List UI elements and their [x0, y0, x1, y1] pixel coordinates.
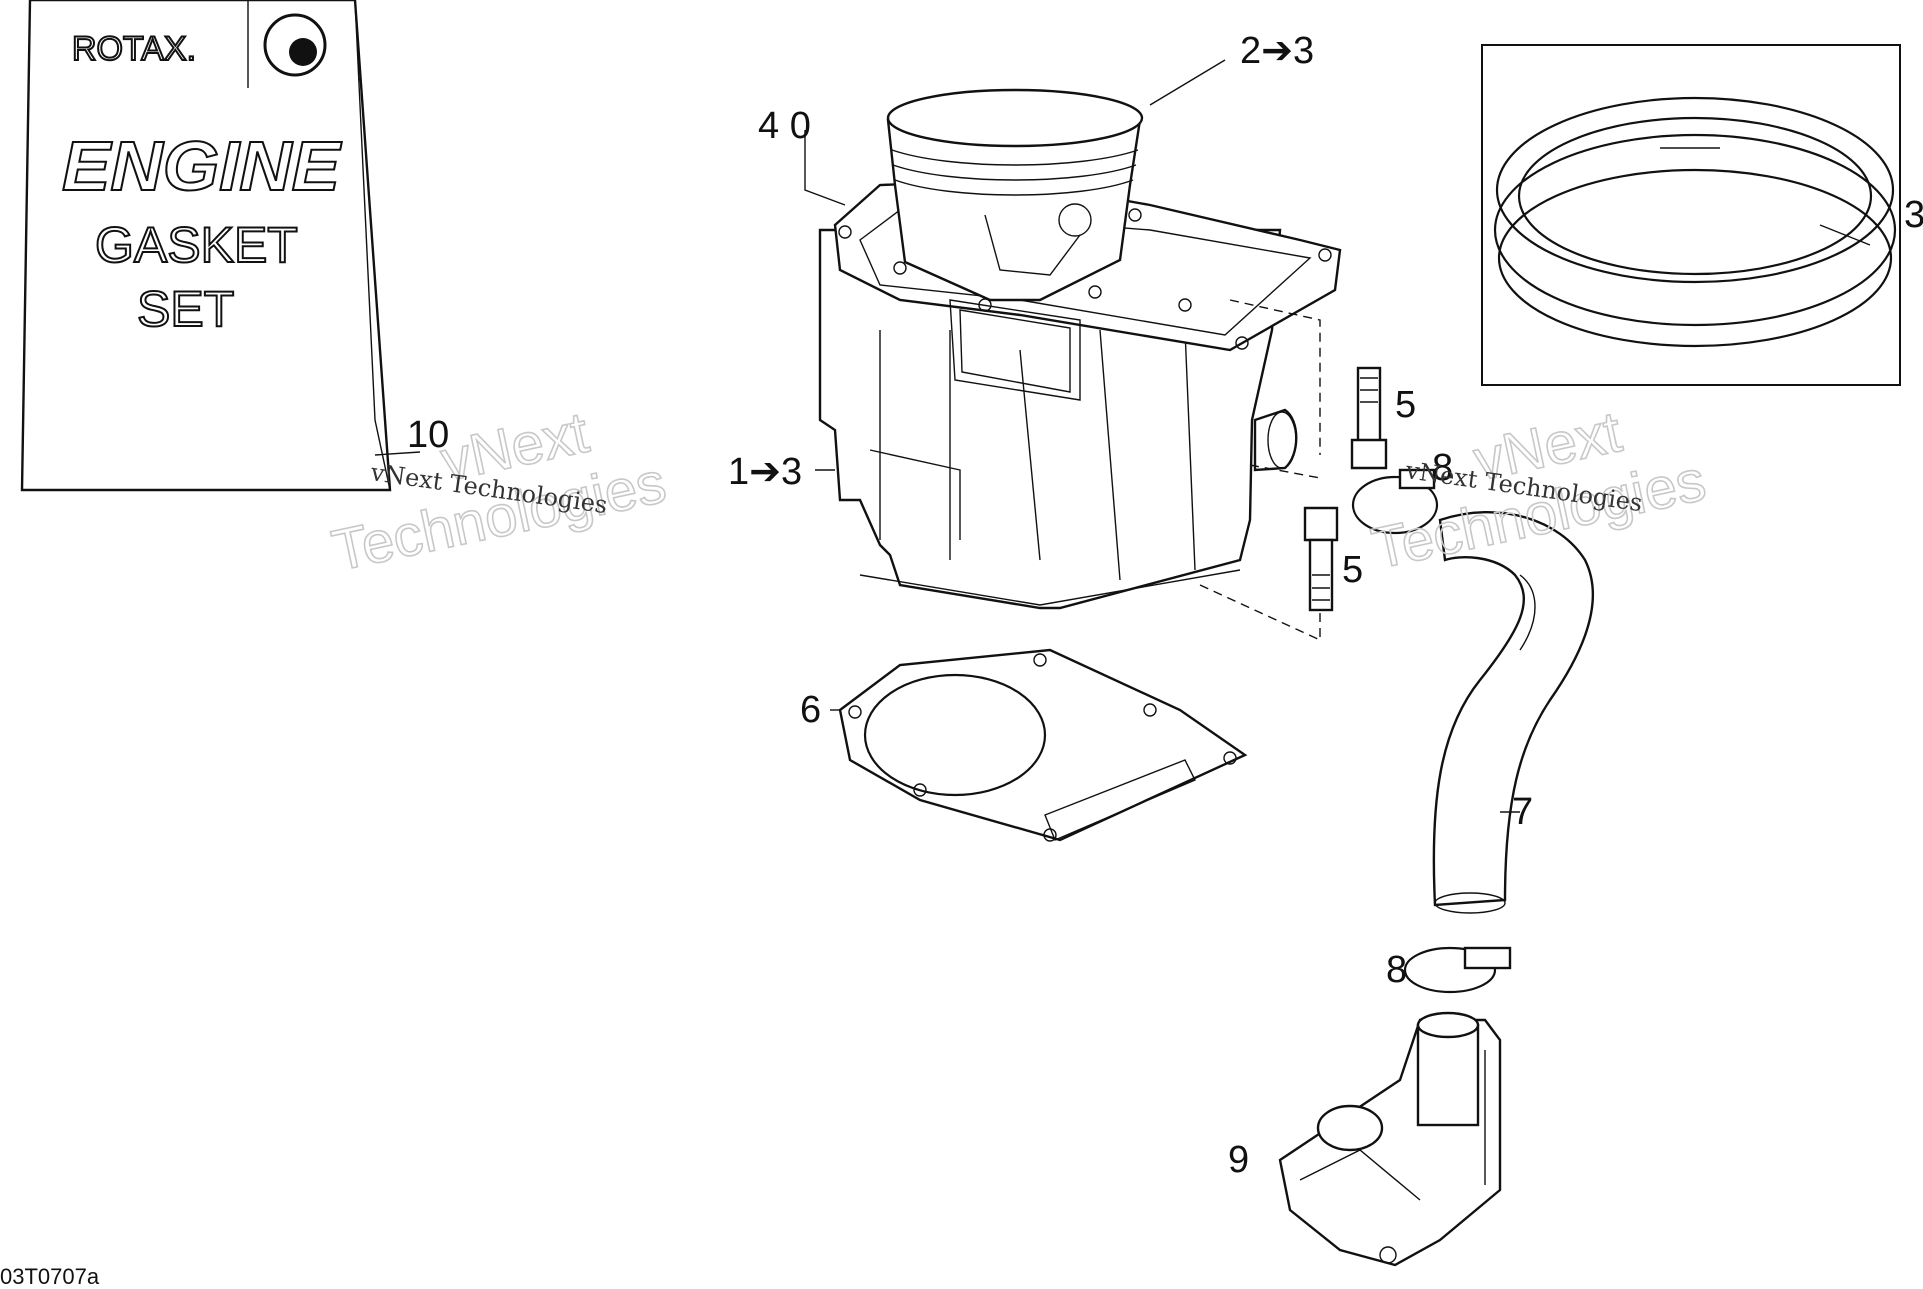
figure-code: 03T0707a: [0, 1264, 100, 1289]
hose-clamp-lower: [1403, 946, 1512, 994]
callout-8b: 8: [1386, 949, 1407, 991]
gasket-set-package: ROTAX. ENGINE GASKET SET: [20, 0, 392, 492]
package-brand: ROTAX.: [72, 30, 196, 68]
package-line2: GASKET: [95, 217, 298, 273]
bolt-upper: [1350, 366, 1388, 470]
brp-logo-icon: [263, 13, 327, 77]
callout-3: 3: [1904, 194, 1923, 236]
callout-7: 7: [1512, 791, 1533, 833]
callout-2: 2➔3: [1240, 30, 1314, 72]
callout-10: 10: [407, 414, 449, 456]
base-gasket: [838, 648, 1248, 842]
hose-clamp-upper: [1351, 468, 1439, 535]
cylinder: [818, 178, 1342, 610]
callout-5a: 5: [1395, 384, 1416, 426]
callout-5b: 5: [1342, 549, 1363, 591]
callout-1: 1➔3: [728, 451, 802, 493]
bolt-lower: [1303, 506, 1339, 612]
callout-4: 4 0: [758, 105, 811, 147]
callout-6: 6: [800, 689, 821, 731]
callout-8a: 8: [1432, 447, 1453, 489]
deck-bolt-holes: [838, 208, 1332, 350]
callout-9: 9: [1228, 1139, 1249, 1181]
water-pump-housing: [1278, 1011, 1502, 1267]
piston-rings-box: [1481, 44, 1901, 386]
package-line3: SET: [137, 281, 234, 337]
piston: [886, 88, 1144, 302]
coolant-hose: [1432, 510, 1595, 914]
package-line1: ENGINE: [62, 127, 342, 205]
